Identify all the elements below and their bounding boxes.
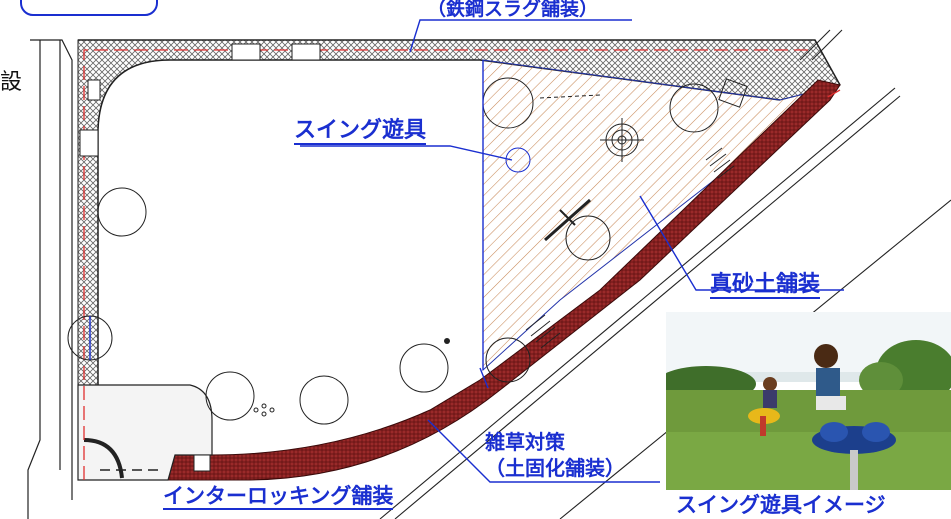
plaza-bench-arc xyxy=(83,438,124,479)
label-swing-equipment: スイング遊具 xyxy=(294,118,427,145)
park-inner-boundary xyxy=(97,59,781,385)
label-steel-slag-paving: （鉄鋼スラグ舗装） xyxy=(427,0,599,20)
label-weed-control: 雑草対策 xyxy=(485,430,565,454)
tree-circles xyxy=(67,77,719,425)
label-masa-soil-paving: 真砂土舗装 xyxy=(710,272,821,299)
marker-point xyxy=(444,338,450,344)
label-left-char: 設 xyxy=(0,70,23,95)
swing-equipment-photo xyxy=(666,312,951,490)
label-interlocking-paving: インターロッキング舗装 xyxy=(163,484,394,510)
lower-left-plaza xyxy=(77,384,213,481)
cropped-label-frame xyxy=(20,0,158,16)
leader-lines xyxy=(89,19,844,483)
stairs xyxy=(525,147,735,349)
top-structures xyxy=(79,43,321,472)
label-swing-image-caption: スイング遊具イメージ xyxy=(676,493,886,517)
label-soil-hardening: （土固化舗装） xyxy=(485,456,625,480)
left-road-lines xyxy=(27,39,73,519)
park-outer-boundary xyxy=(78,39,841,86)
play-equipment xyxy=(253,78,748,417)
boundary-dash-line xyxy=(83,49,841,480)
